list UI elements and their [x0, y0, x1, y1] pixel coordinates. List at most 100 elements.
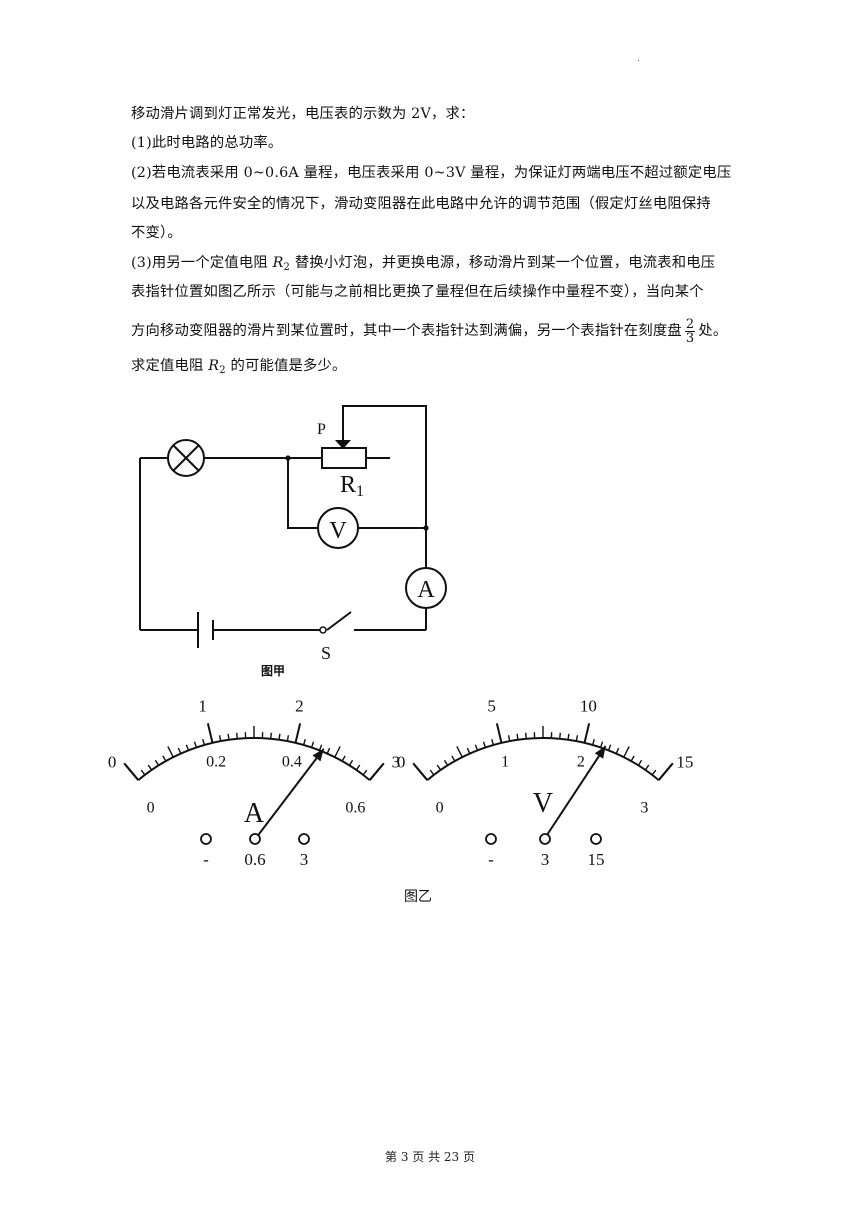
dial-tick: [177, 747, 182, 754]
page-footer: 第 3 页 共 23 页: [385, 1150, 475, 1164]
dial-needle: [255, 748, 325, 839]
dial-tick: [482, 741, 487, 748]
label-r1: R1: [340, 472, 364, 500]
dial-tick: [507, 735, 511, 742]
dial-tick: [218, 735, 222, 742]
dial-upper-label: 0: [108, 752, 117, 771]
dial-tick: [294, 723, 302, 744]
dial-lower-label: 0: [436, 799, 444, 816]
dial-tick: [206, 723, 214, 744]
dial-needle: [544, 745, 607, 839]
dial-tick: [583, 723, 591, 744]
dial-upper-label: 5: [487, 697, 496, 716]
switch-pivot: [319, 626, 327, 634]
dial-tick: [348, 759, 354, 766]
dial-tick: [443, 759, 449, 766]
dial-tick: [456, 746, 463, 758]
question-2-line-2: 以及电路各元件安全的情况下，滑动变阻器在此电路中允许的调节范围（假定灯丝电阻保持: [131, 196, 711, 212]
dial-lower-label: 1: [501, 753, 509, 770]
dial-arc: [426, 737, 660, 781]
dial-lower-label: 0.4: [282, 753, 302, 770]
lamp-symbol: [167, 439, 205, 477]
dial-tick: [162, 755, 167, 762]
question-2-line-3: 不变）。: [131, 225, 182, 241]
question-3-line-2: 表指针位置如图乙所示（可能与之前相比更换了量程但在后续操作中量程不变），当向某个: [131, 284, 704, 300]
dial-tick: [525, 732, 527, 739]
junction-right: [423, 525, 429, 531]
dial-tick: [429, 769, 435, 776]
figure-2-caption: 图乙: [404, 889, 432, 905]
dial-tick: [637, 759, 643, 766]
battery-symbol: [197, 612, 214, 648]
dial-lower-label: 0.2: [206, 753, 226, 770]
dial-tick: [355, 764, 361, 771]
terminal-label: 3: [541, 850, 550, 869]
terminal-post: [249, 833, 261, 845]
dial-lower-label: 0.6: [345, 799, 365, 816]
terminal-label: 3: [300, 850, 309, 869]
r2-symbol: R: [272, 255, 284, 271]
slider-arrow: [335, 440, 351, 449]
ammeter-circle: [405, 567, 447, 609]
junction-left: [285, 455, 291, 461]
terminal-post: [298, 833, 310, 845]
terminal-label: 15: [588, 850, 605, 869]
terminal-label: 0.6: [244, 850, 265, 869]
terminal-post: [539, 833, 551, 845]
dial-needle-head: [312, 748, 324, 762]
dial-tick: [516, 733, 519, 740]
dial-tick: [227, 733, 230, 740]
question-3-line-4: 求定值电阻 R2 的可能值是多少。: [131, 358, 347, 376]
dial-tick: [236, 732, 238, 739]
dial-upper-label: 10: [580, 697, 597, 716]
label-p: P: [317, 421, 326, 438]
dial-tick: [615, 747, 620, 754]
dial-tick: [651, 769, 657, 776]
dial-tick: [491, 739, 495, 746]
terminal-post: [590, 833, 602, 845]
label-a: A: [417, 577, 435, 603]
intro-line: 移动滑片调到灯正常发光，电压表的示数为 2V，求：: [131, 106, 475, 122]
dial-symbol: A: [244, 798, 265, 829]
dial-tick: [202, 739, 206, 746]
dial-tick: [623, 746, 630, 758]
dial-tick: [436, 764, 442, 771]
dial-tick: [302, 739, 306, 746]
dial-tick: [147, 764, 153, 771]
dial-tick: [318, 744, 323, 751]
terminal-post: [200, 833, 212, 845]
dial-upper-label: 0: [397, 752, 406, 771]
terminal-label: -: [203, 850, 209, 869]
dial-tick: [657, 764, 673, 781]
question-1: (1)此时电路的总功率。: [131, 135, 283, 151]
dial-tick: [413, 764, 429, 781]
dial-tick: [559, 732, 561, 739]
dial-tick: [154, 759, 160, 766]
dial-upper-label: 1: [198, 697, 207, 716]
dial-needle-head: [594, 746, 606, 759]
dial-tick: [575, 735, 579, 742]
voltmeter-circle: [317, 507, 359, 549]
dial-upper-label: 15: [676, 752, 693, 771]
dial-tick: [167, 746, 174, 758]
dial-tick: [466, 747, 471, 754]
dial-tick: [326, 747, 331, 754]
question-2-line-1: (2)若电流表采用 0~0.6A 量程，电压表采用 0~3V 量程，为保证灯两端…: [131, 165, 732, 181]
figure-1-caption: 图甲: [261, 664, 286, 678]
dial-upper-label: 3: [392, 752, 401, 771]
dial-tick: [630, 755, 635, 762]
dial-tick: [474, 744, 479, 751]
question-3-line-1: (3)用另一个定值电阻 R2 替换小灯泡，并更换电源，移动滑片到某一个位置，电流…: [131, 255, 716, 273]
label-v: V: [329, 518, 347, 544]
dial-tick: [140, 769, 146, 776]
dial-lower-label: 0: [147, 799, 155, 816]
dial-upper-label: 2: [295, 697, 304, 716]
dial-lower-label: 3: [640, 799, 648, 816]
dial-lower-label: 2: [577, 753, 585, 770]
dial-tick: [185, 744, 190, 751]
dial-tick: [334, 746, 341, 758]
